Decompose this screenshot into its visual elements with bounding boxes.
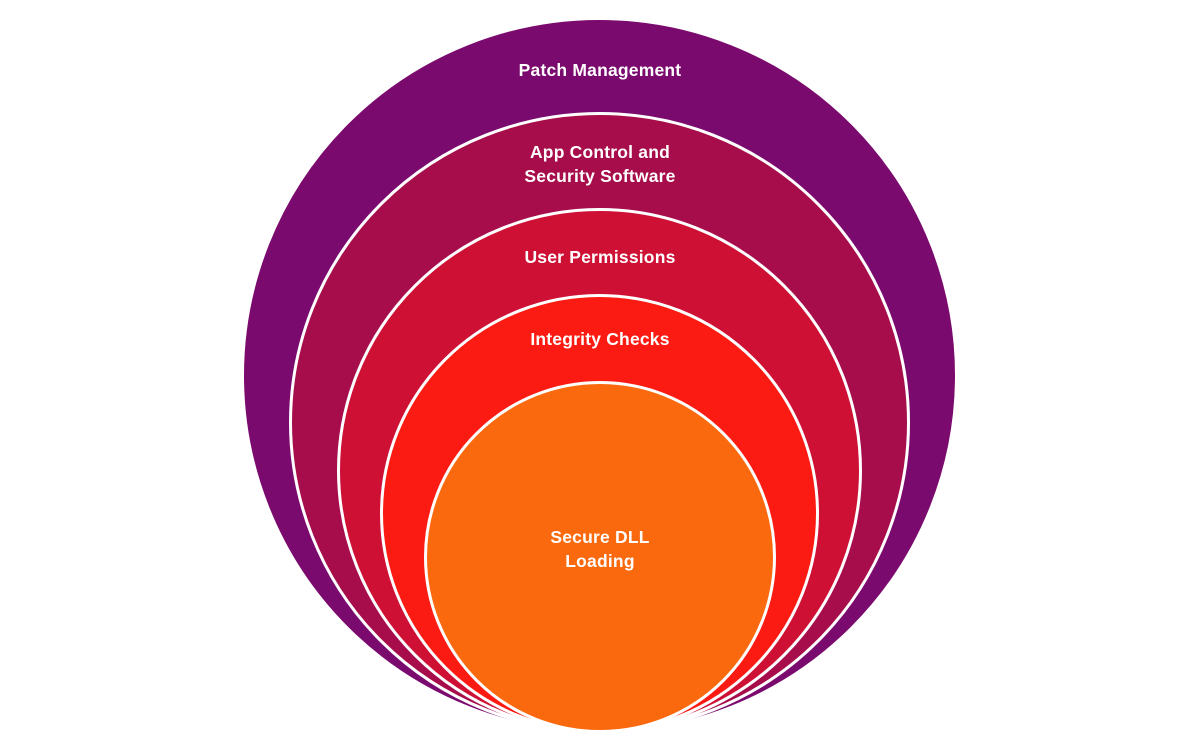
label-line: Patch Management <box>518 60 682 80</box>
label-line: Integrity Checks <box>530 329 670 349</box>
layer-label-user-permissions: User Permissions <box>524 245 675 269</box>
label-line: Loading <box>565 551 635 571</box>
layer-label-secure-dll-loading: Secure DLL Loading <box>550 525 649 573</box>
label-line: Secure DLL <box>550 527 650 547</box>
layer-label-integrity-checks: Integrity Checks <box>530 327 669 351</box>
label-line: User Permissions <box>524 247 676 267</box>
layer-label-app-control-and-security-software: App Control and Security Software <box>524 140 675 188</box>
label-line: App Control and <box>529 142 671 162</box>
layer-label-patch-management: Patch Management <box>519 58 682 82</box>
layer-secure-dll-loading <box>424 381 776 733</box>
label-line: Security Software <box>524 166 676 186</box>
